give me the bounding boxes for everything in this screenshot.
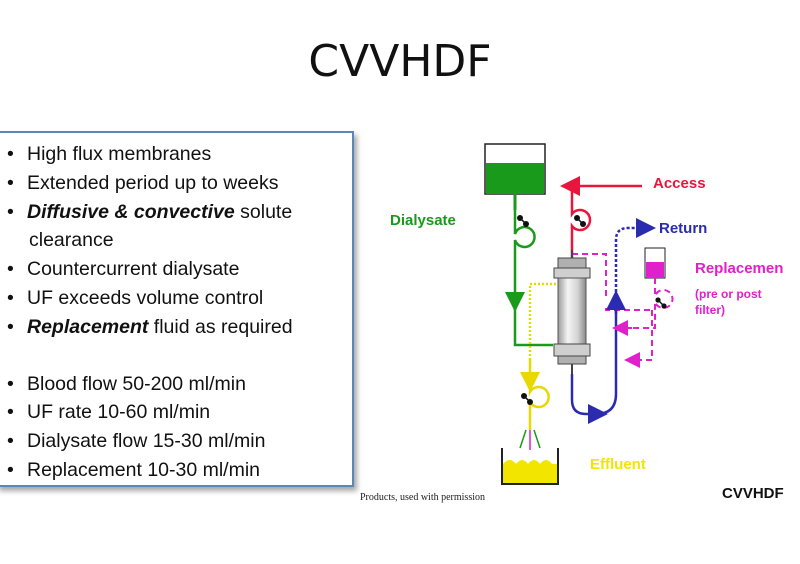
emphasis-text: Diffusive & convective <box>27 200 235 223</box>
access-label: Access <box>653 175 706 192</box>
access-line <box>560 176 642 258</box>
bullet-continuation: clearance <box>29 229 114 252</box>
bullet-item: Diffusive & convective solute <box>4 198 349 227</box>
bullet-item: Countercurrent dialysate <box>4 255 349 284</box>
return-label: Return <box>659 220 707 237</box>
bullet-item: Extended period up to weeks <box>4 169 349 198</box>
param-item: Dialysate flow 15-30 ml/min <box>4 427 349 456</box>
param-item: Replacement 10-30 ml/min <box>4 456 349 485</box>
replacement-pump <box>655 297 667 309</box>
dialysate-bag <box>484 143 546 210</box>
effluent-pump <box>521 393 533 405</box>
return-line <box>570 218 656 424</box>
replacement-label: Replacemen <box>695 260 783 277</box>
effluent-line <box>519 282 556 450</box>
cvvhdf-circuit-diagram: Access Return Dialysate Replacemen (pre … <box>390 143 784 502</box>
credit-text: Products, used with permission <box>360 492 485 503</box>
mode-label: CVVHDF <box>722 485 784 502</box>
hemofilter <box>553 250 591 374</box>
slide-title: CVVHDF <box>308 36 492 87</box>
dialysate-line <box>505 210 553 347</box>
param-item: Blood flow 50-200 ml/min <box>4 370 349 399</box>
dialysate-label: Dialysate <box>390 212 456 229</box>
dialysate-pump <box>517 215 529 227</box>
bullet-item: UF exceeds volume control <box>4 284 349 313</box>
pre-post-label-1: (pre or post <box>695 287 762 301</box>
replacement-bag <box>612 247 674 336</box>
effluent-label: Effluent <box>590 456 646 473</box>
pre-post-label-2: filter) <box>695 303 725 317</box>
bullet-list: High flux membranes Extended period up t… <box>4 140 349 485</box>
emphasis-text: Replacement <box>27 315 149 338</box>
bullet-item: Replacement fluid as required <box>4 313 349 342</box>
bullet-item: High flux membranes <box>4 140 349 169</box>
effluent-container <box>501 448 559 485</box>
param-item: UF rate 10-60 ml/min <box>4 398 349 427</box>
access-pump <box>574 215 586 227</box>
